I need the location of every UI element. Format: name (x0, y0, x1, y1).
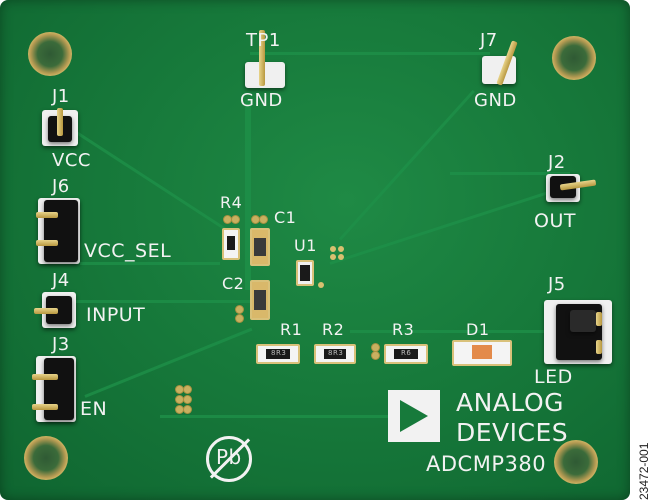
via (318, 282, 324, 288)
analog-devices-logo (388, 390, 440, 442)
c2-pad (236, 315, 243, 322)
c1-label: C1 (274, 208, 297, 227)
en-label: EN (80, 398, 108, 420)
j6-label: J6 (52, 176, 70, 197)
c1-capacitor (250, 228, 270, 266)
trace (74, 130, 236, 237)
test-pad (184, 386, 191, 393)
r1-resistor: 8R3 (256, 344, 300, 364)
j5-label: J5 (548, 274, 566, 295)
brand-line-2: DEVICES (456, 418, 569, 447)
u1-ic (296, 260, 314, 286)
out-label: OUT (534, 210, 576, 232)
tp1-test-point[interactable] (245, 62, 285, 88)
j3-pin-2 (32, 404, 58, 410)
input-label: INPUT (86, 304, 146, 326)
via (338, 254, 344, 260)
tp1-label: TP1 (246, 30, 281, 51)
c2-label: C2 (222, 274, 245, 293)
lead-free-icon (206, 436, 252, 482)
c1-pad (260, 216, 267, 223)
j3-pin-1 (32, 374, 58, 380)
mounting-hole-top-left (28, 32, 72, 76)
d1-led (452, 340, 512, 366)
led-label: LED (534, 366, 573, 388)
figure-code: 23472-001 (637, 442, 651, 500)
r2-label: R2 (322, 320, 345, 339)
d1-label: D1 (466, 320, 490, 339)
gnd-label-left: GND (240, 90, 283, 111)
test-pad (176, 396, 183, 403)
r4-resistor (222, 228, 240, 260)
trace (329, 190, 550, 265)
part-number: ADCMP380 (426, 452, 547, 476)
tp1-pin (259, 30, 265, 86)
trace (338, 89, 475, 241)
j5-pin (596, 312, 602, 326)
mounting-hole-bottom-right (554, 440, 598, 484)
j7-label: J7 (480, 30, 498, 51)
j1-label: J1 (52, 86, 70, 107)
j3-label: J3 (52, 334, 70, 355)
j1-pin (57, 108, 63, 136)
mounting-hole-top-right (552, 36, 596, 80)
r3-label: R3 (392, 320, 415, 339)
via (338, 246, 344, 252)
r4-pad (224, 216, 231, 223)
trace (250, 52, 490, 55)
r3-pad (372, 344, 379, 351)
trace (75, 300, 255, 303)
trace (80, 262, 220, 265)
vcc-label: VCC (52, 150, 91, 171)
pcb-board: TP1 GND J7 GND J1 VCC J6 VCC_SEL J4 INPU… (0, 0, 630, 500)
trace (350, 330, 550, 333)
j3-header-body (44, 358, 74, 420)
test-pad (176, 406, 183, 413)
j2-label: J2 (548, 152, 566, 173)
r3-pad (372, 352, 379, 359)
via (330, 254, 336, 260)
r1-label: R1 (280, 320, 303, 339)
j5-pin (596, 340, 602, 354)
vcc-sel-label: VCC_SEL (84, 240, 172, 262)
via (330, 246, 336, 252)
c1-pad (252, 216, 259, 223)
trace (160, 415, 390, 418)
gnd-label-right: GND (474, 90, 517, 111)
test-pad (176, 386, 183, 393)
trace (450, 172, 570, 175)
u1-label: U1 (294, 236, 317, 255)
c2-pad (236, 306, 243, 313)
j5-jumper[interactable] (570, 310, 596, 332)
mounting-hole-bottom-left (24, 436, 68, 480)
r4-pad (232, 216, 239, 223)
trace (84, 327, 253, 398)
j4-pin (34, 308, 58, 314)
logo-triangle-icon (400, 400, 428, 432)
trace (245, 100, 251, 290)
j4-label: J4 (52, 270, 70, 291)
test-pad (184, 396, 191, 403)
brand-line-1: ANALOG (456, 388, 564, 417)
r2-marking: 8R3 (328, 349, 344, 357)
r2-resistor: 8R3 (314, 344, 356, 364)
c2-capacitor (250, 280, 270, 320)
r4-label: R4 (220, 193, 243, 212)
j6-pin-1 (36, 212, 58, 218)
j6-header-body (44, 200, 78, 262)
test-pad (184, 406, 191, 413)
r3-resistor: R6 (384, 344, 428, 364)
j6-pin-2 (36, 240, 58, 246)
r3-marking: R6 (401, 349, 412, 357)
r1-marking: 8R3 (271, 349, 287, 357)
